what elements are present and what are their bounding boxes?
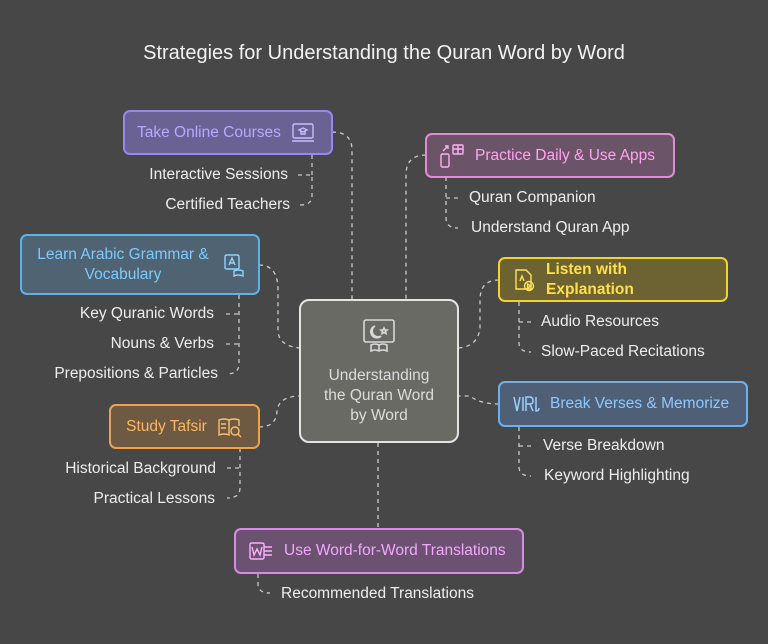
- arabic-item-1: Key Quranic Words: [79, 305, 214, 322]
- connector-online-items: [298, 155, 313, 206]
- online-item-2: Certified Teachers: [165, 196, 290, 213]
- connector-arabic: [258, 264, 301, 349]
- center-label: Understanding the Quran Word by Word: [324, 366, 434, 424]
- online-course-icon: [291, 122, 315, 144]
- connector-arabic-items: [225, 295, 240, 375]
- branch-practice-apps[interactable]: Practice Daily & Use Apps: [425, 133, 675, 178]
- verses-item-1: Verse Breakdown: [543, 437, 665, 454]
- tafsir-item-2: Practical Lessons: [93, 490, 215, 507]
- mobile-apps-icon: [439, 143, 465, 169]
- branch-label: Study Tafsir: [126, 417, 207, 435]
- book-crescent-icon: [361, 317, 397, 358]
- connector-translations-items: [257, 574, 271, 594]
- tafsir-item-1: Historical Background: [65, 460, 216, 477]
- branch-label: Listen with Explanation: [546, 260, 634, 298]
- verses-item-2: Keyword Highlighting: [544, 467, 690, 484]
- online-item-1: Interactive Sessions: [149, 166, 288, 183]
- audio-explanation-icon: [512, 267, 536, 293]
- connector-tafsir-items: [226, 448, 241, 499]
- word-translation-icon: [248, 540, 274, 562]
- branch-label: Use Word-for-Word Translations: [284, 542, 506, 559]
- connector-apps: [405, 154, 427, 299]
- connector-verses: [459, 395, 500, 405]
- diagram-title: Strategies for Understanding the Quran W…: [143, 42, 625, 64]
- listen-item-2: Slow-Paced Recitations: [541, 343, 705, 360]
- branch-word-translations[interactable]: Use Word-for-Word Translations: [234, 528, 524, 574]
- center-node[interactable]: Understanding the Quran Word by Word: [299, 299, 459, 443]
- arabic-item-2: Nouns & Verbs: [110, 335, 214, 352]
- arabic-item-3: Prepositions & Particles: [54, 365, 218, 382]
- branch-break-verses[interactable]: Break Verses & Memorize: [498, 381, 748, 427]
- connector-online: [331, 131, 353, 299]
- apps-item-2: Understand Quran App: [471, 219, 630, 236]
- verse-breakdown-icon: [512, 393, 540, 415]
- branch-label: Learn Arabic Grammar & Vocabulary: [37, 245, 209, 283]
- connector-apps-items: [445, 177, 459, 229]
- arabic-book-icon: [222, 253, 246, 277]
- branch-arabic-grammar[interactable]: Learn Arabic Grammar & Vocabulary: [20, 234, 260, 295]
- translations-item-1: Recommended Translations: [281, 585, 474, 602]
- listen-item-1: Audio Resources: [541, 313, 660, 330]
- branch-online-courses[interactable]: Take Online Courses: [123, 110, 333, 155]
- connector-verses-items: [518, 427, 532, 477]
- branch-study-tafsir[interactable]: Study Tafsir: [109, 404, 260, 449]
- branch-listen-explanation[interactable]: Listen with Explanation: [498, 257, 728, 302]
- apps-item-1: Quran Companion: [469, 189, 596, 206]
- connector-listen: [458, 279, 500, 349]
- connector-tafsir: [258, 395, 301, 428]
- branch-label: Break Verses & Memorize: [550, 395, 730, 412]
- connector-listen-items: [518, 302, 532, 353]
- branch-label: Practice Daily & Use Apps: [475, 146, 656, 164]
- tafsir-book-icon: [217, 415, 243, 439]
- branch-label: Take Online Courses: [137, 123, 281, 141]
